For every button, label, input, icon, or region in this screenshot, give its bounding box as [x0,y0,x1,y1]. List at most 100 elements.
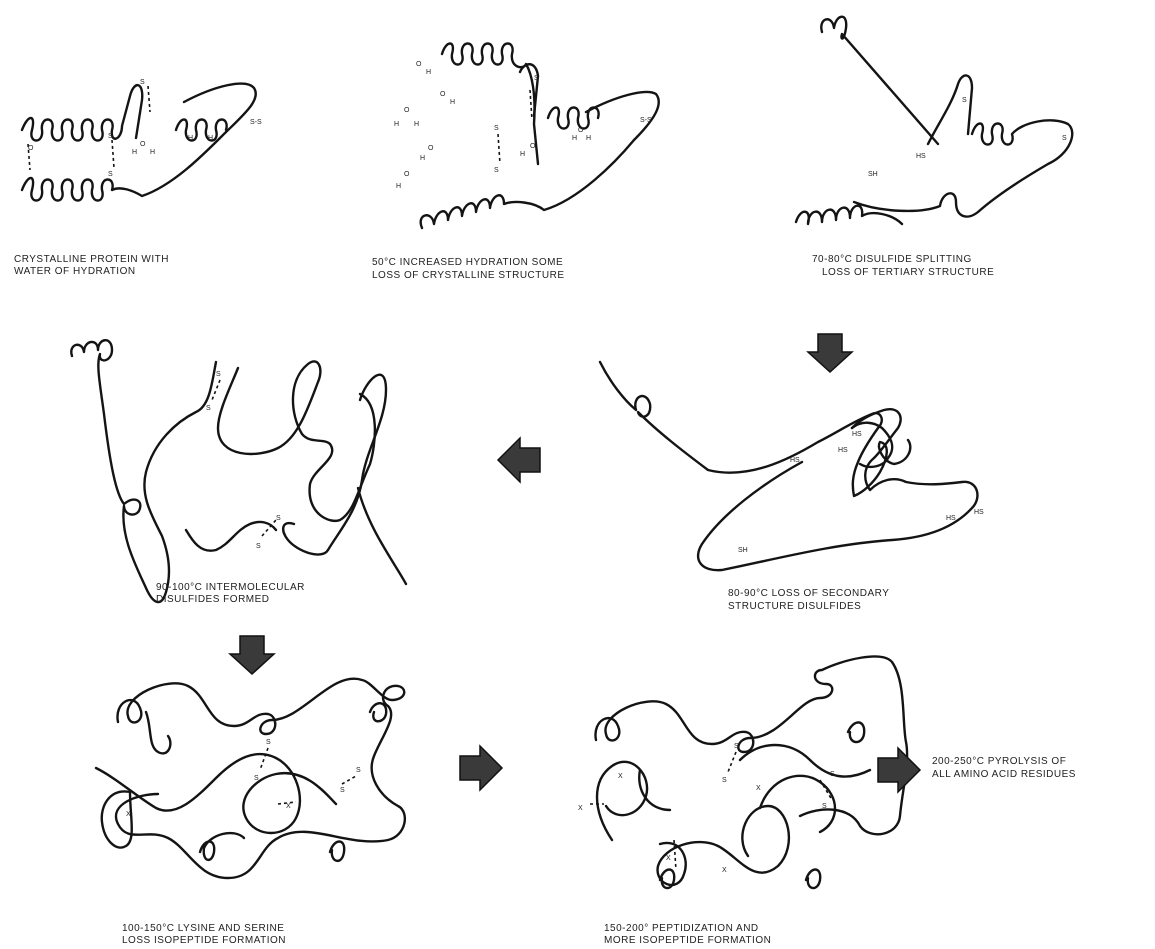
isopeptide-label: X [286,803,291,810]
hydrogen-label: H [586,135,591,142]
isopeptide-label: X [578,805,583,812]
arrow-down-to-secondary [808,334,852,372]
sulfur-label: S [494,167,499,174]
caption-line: 90-100°C INTERMOLECULAR [156,582,305,593]
caption-line: LOSS ISOPEPTIDE FORMATION [122,935,286,946]
oxygen-label: O [416,61,422,68]
arrow-down-to-lysine [230,636,274,674]
isopeptide-label: X [126,811,131,818]
hydrogen-label: H [396,183,401,190]
caption-stage-3: 70-80°C DISULFIDE SPLITTING LOSS OF TERT… [812,254,994,278]
arrow-left-to-intermolecular [498,438,540,482]
oxygen-label: O [404,107,410,114]
caption-line: LOSS OF CRYSTALLINE STRUCTURE [372,270,565,281]
oxygen-label: O [440,91,446,98]
helix-upper [22,85,142,140]
thiol-label: SH [738,547,748,554]
caption-stage-7: 150-200° PEPTIDIZATION AND MORE ISOPEPTI… [604,923,771,946]
helix-top-short [821,17,938,144]
isopeptide-label: X [618,773,623,780]
thiol-label: HS [946,515,956,522]
caption-line: 80-90°C LOSS OF SECONDARY [728,588,889,599]
hydrogen-label: H [450,99,455,106]
sulfur-label: S [276,515,281,522]
thiol-label: SH [868,171,878,178]
sulfur-label: S [254,775,259,782]
helix-bottom-left [796,206,902,224]
panel-intermolecular-disulfides: S S S S [71,340,406,602]
oxygen-label: O [578,127,584,134]
sulfur-label: S [256,543,261,550]
oxygen-label: O [530,143,536,150]
hydrogen-label: H [150,149,155,156]
caption-line: ALL AMINO ACID RESIDUES [932,769,1076,780]
panel-loss-of-secondary: HS HS HS HS HS SH [600,362,984,570]
caption-stage-2: 50°C INCREASED HYDRATION SOME LOSS OF CR… [372,257,565,281]
caption-stage-8: 200-250°C PYROLYSIS OF ALL AMINO ACID RE… [932,756,1076,780]
caption-stage-1: CRYSTALLINE PROTEIN WITH WATER OF HYDRAT… [14,254,169,277]
thiol-label: HS [852,431,862,438]
sulfur-label: S [1062,135,1067,142]
sulfur-label: S [822,803,827,810]
caption-stage-5: 90-100°C INTERMOLECULAR DISULFIDES FORME… [156,582,305,605]
sulfur-label: S [108,171,113,178]
caption-line: 70-80°C DISULFIDE SPLITTING [812,254,972,265]
thiol-label: HS [838,447,848,454]
hydrogen-label: H [572,135,577,142]
panel-disulfide-splitting: HS S S SH [796,17,1072,224]
panel-crystalline-protein: S S S O H H H H S-S O [22,79,262,201]
hydrogen-label: H [414,121,419,128]
hydrogen-label: H [188,135,193,142]
sulfur-label: S [108,133,113,140]
hydrogen-label: H [426,69,431,76]
hydrogen-label: H [208,135,213,142]
caption-line: CRYSTALLINE PROTEIN WITH [14,254,169,265]
caption-line: MORE ISOPEPTIDE FORMATION [604,935,771,946]
helix-right [854,120,1072,216]
caption-line: STRUCTURE DISULFIDES [728,601,861,612]
sulfur-label: S [830,771,835,778]
caption-line: 200-250°C PYROLYSIS OF [932,756,1066,767]
arrow-right-to-pyrolysis [878,748,920,792]
panel-increased-hydration: S S S O H O H H O H O H O H O H O H H S-… [394,44,659,229]
hydrogen-label: H [132,149,137,156]
disulfide-label: S-S [250,119,262,126]
caption-stage-6: 100-150°C LYSINE AND SERINE LOSS ISOPEPT… [122,923,286,946]
caption-line: 50°C INCREASED HYDRATION SOME [372,257,563,268]
oxygen-label: O [28,145,34,152]
thiol-label: HS [790,457,800,464]
helix-lower [22,84,256,201]
panel-peptidization: S S S S X X X X X [578,657,907,889]
caption-line: DISULFIDES FORMED [156,594,270,605]
thiol-label: HS [974,509,984,516]
thiol-label: HS [916,153,926,160]
isopeptide-label: X [722,867,727,874]
sulfur-label: S [216,371,221,378]
caption-line: LOSS OF TERTIARY STRUCTURE [822,267,994,278]
sulfur-label: S [206,405,211,412]
isopeptide-label: X [756,785,761,792]
oxygen-label: O [404,171,410,178]
sulfur-label: S [734,743,739,750]
sulfur-label: S [140,79,145,86]
hydrogen-label: H [520,151,525,158]
caption-line: 150-200° PEPTIDIZATION AND [604,923,759,934]
sulfur-label: S [356,767,361,774]
sulfur-label: S [962,97,967,104]
hydrogen-label: H [420,155,425,162]
helix-bottom [421,92,659,228]
sulfur-label: S [266,739,271,746]
caption-stage-4: 80-90°C LOSS OF SECONDARY STRUCTURE DISU… [728,588,889,612]
arrow-right-to-peptidization [460,746,502,790]
sulfur-label: S [494,125,499,132]
helix-top [442,44,538,165]
sulfur-label: S [340,787,345,794]
sulfur-label: S [722,777,727,784]
hydrogen-label: H [394,121,399,128]
disulfide-label: S-S [640,117,652,124]
caption-line: 100-150°C LYSINE AND SERINE [122,923,284,934]
isopeptide-label: X [666,855,671,862]
caption-line: WATER OF HYDRATION [14,266,136,277]
sulfur-label: S [534,75,539,82]
